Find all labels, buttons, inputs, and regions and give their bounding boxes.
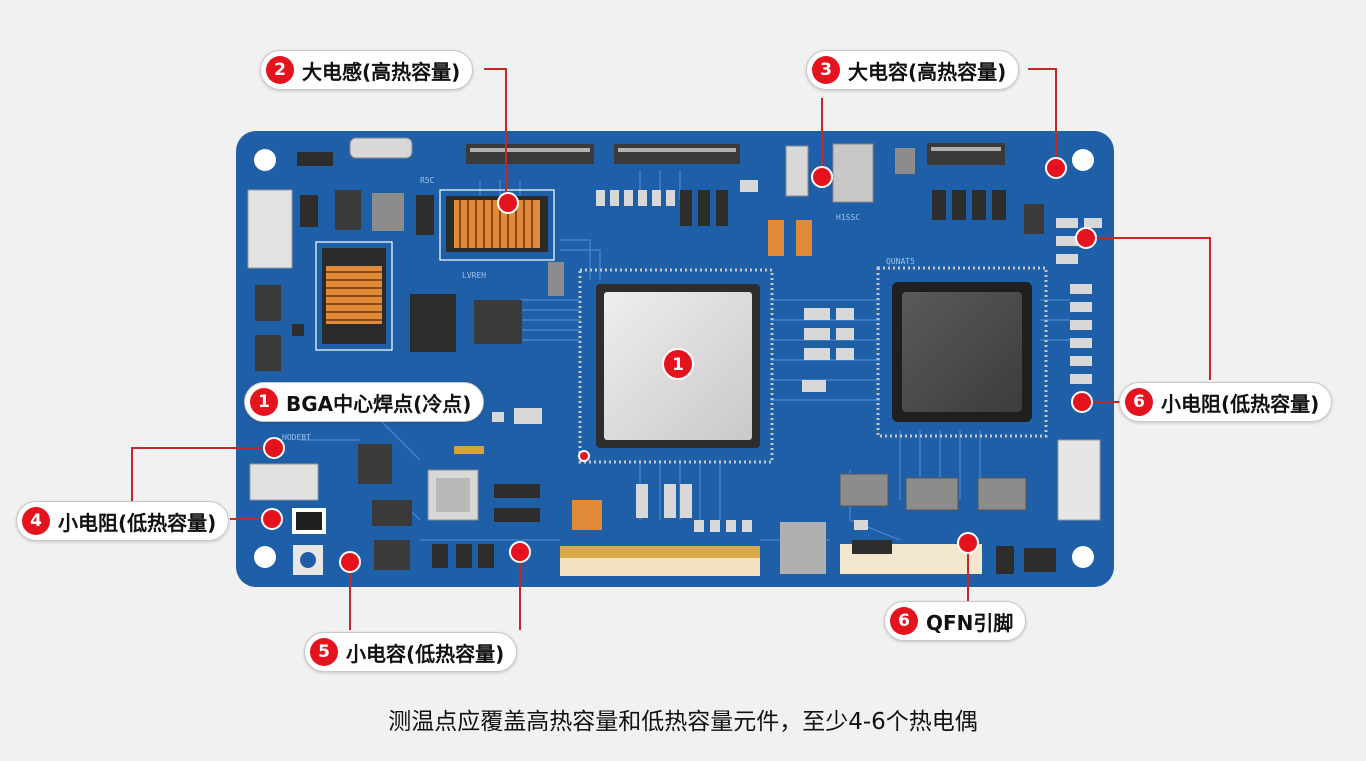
- callout-label: 小电阻(低热容量): [1161, 391, 1320, 416]
- marker-dot-resistor-upper-right: [1075, 227, 1097, 249]
- callout-label: BGA中心焊点(冷点): [286, 391, 472, 416]
- callout-number: 5: [310, 638, 338, 666]
- leader-lines: [131, 68, 1211, 630]
- callout-small-capacitor: 5 小电容(低热容量): [304, 632, 518, 672]
- board-label-lvreh: LVREH: [462, 271, 486, 280]
- top-connectors: [466, 143, 1005, 165]
- bga-center-marker: 1: [662, 348, 694, 380]
- callout-bga-center: 1 BGA中心焊点(冷点): [244, 382, 485, 422]
- bottom-pad-strip: [560, 546, 760, 576]
- marker-dot-bga-edge: [578, 450, 590, 462]
- board-label-hodebt: HODEBT: [282, 433, 311, 442]
- marker-dot-capacitor-large: [811, 166, 833, 188]
- callout-number: 6: [1125, 388, 1153, 416]
- callout-small-resistor-right: 6 小电阻(低热容量): [1119, 382, 1333, 422]
- callout-large-capacitor: 3 大电容(高热容量): [806, 50, 1020, 90]
- qfn-chip: [876, 266, 1048, 438]
- marker-dot-capacitor-small-left: [339, 551, 361, 573]
- marker-dot-capacitor-small: [509, 541, 531, 563]
- board-label-h1ssc: H1SSC: [836, 213, 860, 222]
- callout-qfn-pins: 6 QFN引脚: [884, 601, 1027, 641]
- callout-number: 4: [22, 507, 50, 535]
- callout-label: 小电容(低热容量): [346, 641, 505, 666]
- callout-small-resistor-left: 4 小电阻(低热容量): [16, 501, 230, 541]
- marker-dots: [261, 157, 1097, 573]
- callout-label: 小电阻(低热容量): [58, 510, 217, 535]
- board-label-r5c: R5C: [420, 176, 435, 185]
- large-inductor-left: [315, 241, 393, 351]
- callout-number: 1: [250, 388, 278, 416]
- callout-number: 2: [266, 56, 294, 84]
- mounting-holes: [254, 149, 1094, 568]
- marker-dot-resistor-left: [261, 508, 283, 530]
- callout-number: 6: [890, 607, 918, 635]
- marker-dot-capacitor-corner: [1045, 157, 1067, 179]
- large-inductor-top: [439, 189, 555, 261]
- board-label-qunat5: QUNAT5: [886, 257, 915, 266]
- svg-text:1: 1: [672, 355, 684, 375]
- crystal: [349, 137, 413, 159]
- callout-label: 大电感(高热容量): [302, 59, 461, 84]
- diagram-caption: 测温点应覆盖高热容量和低热容量元件，至少4-6个热电偶: [388, 709, 978, 735]
- callout-label: 大电容(高热容量): [848, 59, 1007, 84]
- marker-dot-resistor-left-top: [263, 437, 285, 459]
- callout-large-inductor: 2 大电感(高热容量): [260, 50, 474, 90]
- callout-label: QFN引脚: [926, 610, 1014, 635]
- marker-dot-qfn-pin: [957, 532, 979, 554]
- callout-number: 3: [812, 56, 840, 84]
- marker-dot-resistor-right: [1071, 391, 1093, 413]
- marker-dot-inductor: [497, 192, 519, 214]
